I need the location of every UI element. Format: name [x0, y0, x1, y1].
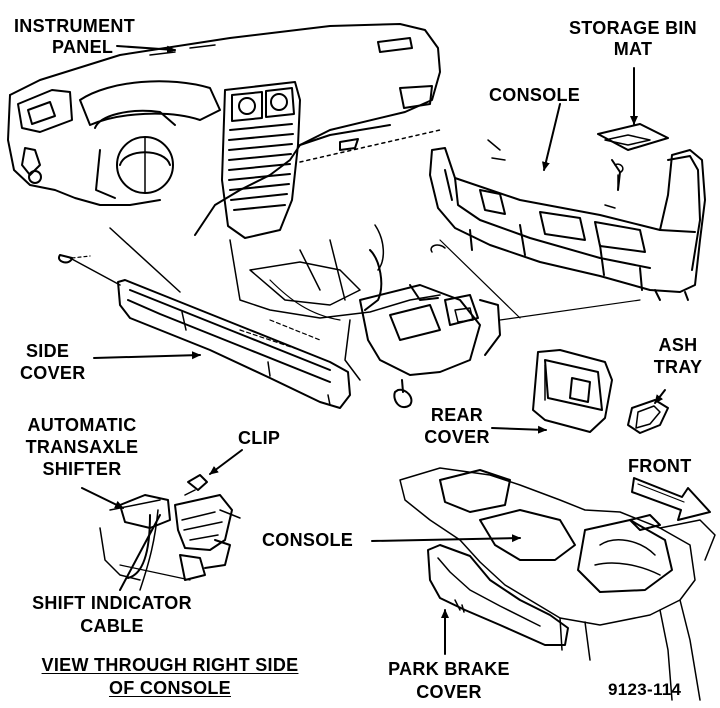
figure-number: 9123-114 — [608, 680, 682, 699]
label-view-through: VIEW THROUGH RIGHT SIDE OF CONSOLE — [0, 654, 340, 700]
label-console-top: CONSOLE — [489, 85, 581, 105]
console-upper-drawing — [429, 123, 706, 301]
label-instrument-panel-line1: INSTRUMENT — [14, 16, 135, 36]
park-brake-cover-drawing — [427, 544, 569, 646]
label-automatic-line3: SHIFTER — [42, 459, 122, 479]
label-front: FRONT — [628, 456, 692, 476]
label-shift-indicator-cable: SHIFT INDICATOR CABLE — [14, 592, 210, 638]
ash-tray-drawing — [627, 399, 669, 434]
label-automatic-line1: AUTOMATIC — [27, 415, 137, 435]
label-automatic-line2: TRANSAXLE — [25, 437, 139, 457]
instrument-panel-drawing — [7, 23, 441, 239]
label-side-cover: SIDE COVER — [20, 340, 86, 384]
label-side-cover-line1: SIDE — [26, 341, 70, 361]
label-view-through-line2: OF CONSOLE — [108, 678, 231, 698]
label-console-bottom: CONSOLE — [262, 530, 354, 550]
label-park-brake-cover: PARK BRAKE COVER — [382, 658, 516, 704]
label-rear-cover: REAR COVER — [420, 404, 494, 448]
label-ash-tray-line2: TRAY — [653, 357, 703, 377]
rear-cover-drawing — [532, 349, 613, 433]
label-automatic-transaxle-shifter: AUTOMATIC TRANSAXLE SHIFTER — [12, 414, 152, 480]
label-storage-bin-mat-line2: MAT — [613, 39, 653, 59]
label-shift-indicator-line1: SHIFT INDICATOR — [32, 593, 192, 613]
label-rear-cover-line2: COVER — [424, 427, 490, 447]
label-rear-cover-line1: REAR — [430, 405, 484, 425]
label-storage-bin-mat-line1: STORAGE BIN — [569, 18, 697, 38]
label-side-cover-line2: COVER — [20, 363, 86, 383]
label-view-through-line1: VIEW THROUGH RIGHT SIDE — [41, 655, 299, 675]
side-cover-drawing — [117, 279, 351, 409]
label-park-brake-line1: PARK BRAKE — [388, 659, 510, 679]
label-park-brake-line2: COVER — [416, 682, 482, 702]
console-lower-drawing — [399, 467, 716, 701]
front-arrow — [631, 477, 711, 521]
label-instrument-panel-line2: PANEL — [52, 37, 114, 57]
label-shift-indicator-line2: CABLE — [80, 616, 144, 636]
label-ash-tray: ASH TRAY — [648, 334, 708, 378]
floor-assembly-drawing — [58, 224, 641, 409]
leader-lines — [81, 45, 666, 655]
label-ash-tray-line1: ASH — [658, 335, 698, 355]
label-storage-bin-mat: STORAGE BIN MAT — [557, 18, 709, 60]
label-instrument-panel: INSTRUMENT PANEL — [14, 16, 135, 58]
transaxle-shifter-drawing — [99, 474, 241, 591]
label-clip: CLIP — [238, 428, 281, 448]
